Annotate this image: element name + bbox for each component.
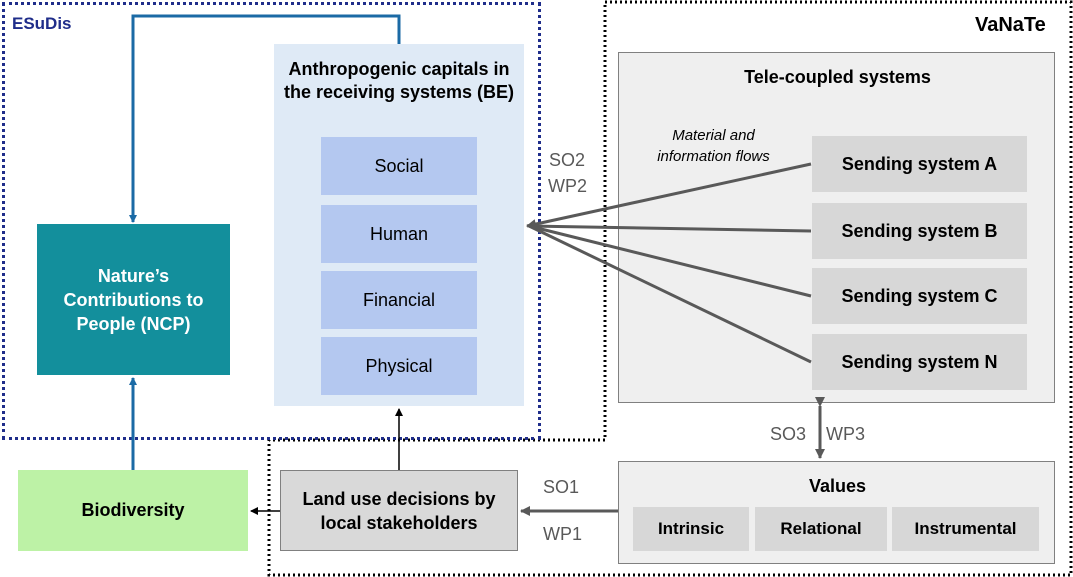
wp2-label: WP2	[548, 176, 588, 196]
so2-label: SO2	[549, 150, 586, 170]
so1-label: SO1	[543, 477, 580, 497]
value-instrumental: Instrumental	[892, 507, 1039, 551]
telecoupled-title: Tele-coupled systems	[744, 67, 931, 87]
ncp-box: Nature’s Contributions to People (NCP)	[37, 224, 230, 375]
biodiversity-label: Biodiversity	[81, 500, 185, 520]
biodiversity-box: Biodiversity	[18, 470, 248, 551]
anthropogenic-capitals-title: Anthropogenic capitals in the receiving …	[283, 59, 515, 102]
capital-physical: Physical	[321, 337, 477, 395]
capital-social: Social	[321, 137, 477, 195]
sending-system-a: Sending system A	[812, 136, 1027, 192]
vanate-label: VaNaTe	[975, 14, 1046, 36]
ncp-label: Nature’s Contributions to People (NCP)	[63, 265, 204, 334]
so3-label: SO3	[770, 424, 807, 444]
values-box: Values Intrinsic Relational Instrumental	[618, 461, 1055, 564]
sending-system-b: Sending system B	[812, 203, 1027, 259]
sending-system-c: Sending system C	[812, 268, 1027, 324]
values-title: Values	[808, 476, 867, 496]
wp3-label: WP3	[826, 424, 866, 444]
sending-system-n: Sending system N	[812, 334, 1027, 390]
wp1-label: WP1	[543, 524, 583, 544]
esudis-label: ESuDis	[12, 14, 72, 33]
anthropogenic-capitals-box: Anthropogenic capitals in the receiving …	[274, 44, 524, 406]
capital-financial: Financial	[321, 271, 477, 329]
value-relational: Relational	[755, 507, 887, 551]
land-use-box: Land use decisions by local stakeholders	[280, 470, 518, 551]
land-use-label: Land use decisions by local stakeholders	[302, 488, 496, 533]
telecoupled-systems-box: Tele-coupled systems Sending system A Se…	[618, 52, 1055, 403]
capital-human: Human	[321, 205, 477, 263]
value-intrinsic: Intrinsic	[633, 507, 749, 551]
flows-label: Material and information flows	[657, 127, 770, 165]
